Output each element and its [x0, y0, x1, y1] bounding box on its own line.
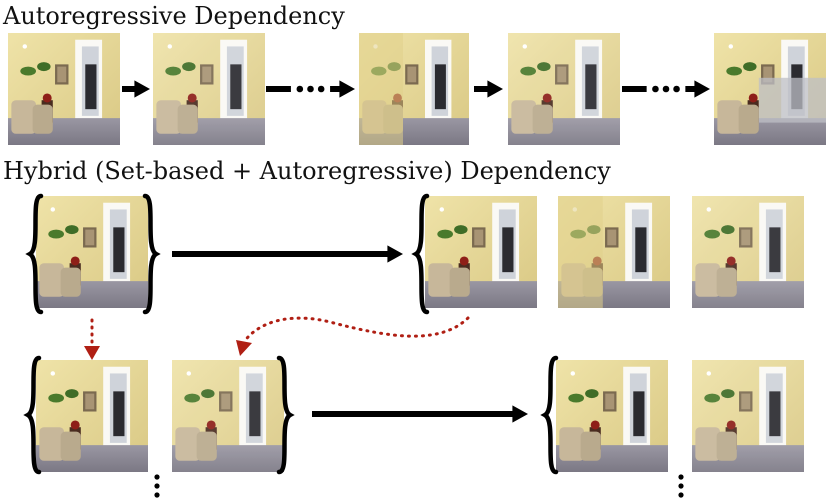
- connectors-layer: [23, 80, 710, 498]
- hybrid-title: Hybrid (Set-based + Autoregressive) Depe…: [3, 157, 611, 185]
- vertical-ellipsis-icon: [154, 474, 160, 498]
- curly-brace-icon: [411, 193, 430, 315]
- right-arrow-icon: [122, 80, 150, 98]
- curly-brace-icon: [142, 193, 161, 315]
- autoregressive-frame-5: [714, 33, 826, 145]
- hybrid-set2-frame-2: [558, 196, 670, 308]
- curly-brace-icon: [25, 193, 44, 315]
- red-dotted-curved-arrow-icon: [236, 316, 470, 356]
- autoregressive-frame-2: [153, 33, 265, 145]
- curly-brace-icon: [276, 355, 295, 475]
- hybrid-set3-frame-2: [172, 360, 284, 472]
- dotted-arrow-icon: [266, 80, 355, 98]
- autoregressive-frame-4: [508, 33, 620, 145]
- frames-layer: [8, 33, 826, 472]
- red-dotted-curved-arrow-icon: [84, 318, 100, 360]
- hybrid-set2-frame-1: [425, 196, 537, 308]
- autoregressive-frame-3: [359, 33, 469, 145]
- dotted-arrow-icon: [622, 80, 710, 98]
- vertical-ellipsis-icon: [678, 474, 684, 498]
- hybrid-set1-frame-1: [36, 196, 148, 308]
- autoregressive-frame-1: [8, 33, 120, 145]
- right-arrow-icon: [474, 80, 503, 98]
- right-arrow-icon: [172, 245, 403, 263]
- curly-brace-icon: [23, 355, 42, 475]
- hybrid-set4-frame-2: [692, 360, 804, 472]
- right-arrow-icon: [312, 405, 528, 423]
- autoregressive-title: Autoregressive Dependency: [3, 2, 345, 30]
- curly-brace-icon: [540, 355, 559, 475]
- hybrid-set3-frame-1: [36, 360, 148, 472]
- hybrid-set4-frame-1: [556, 360, 668, 472]
- hybrid-set2-frame-3: [692, 196, 804, 308]
